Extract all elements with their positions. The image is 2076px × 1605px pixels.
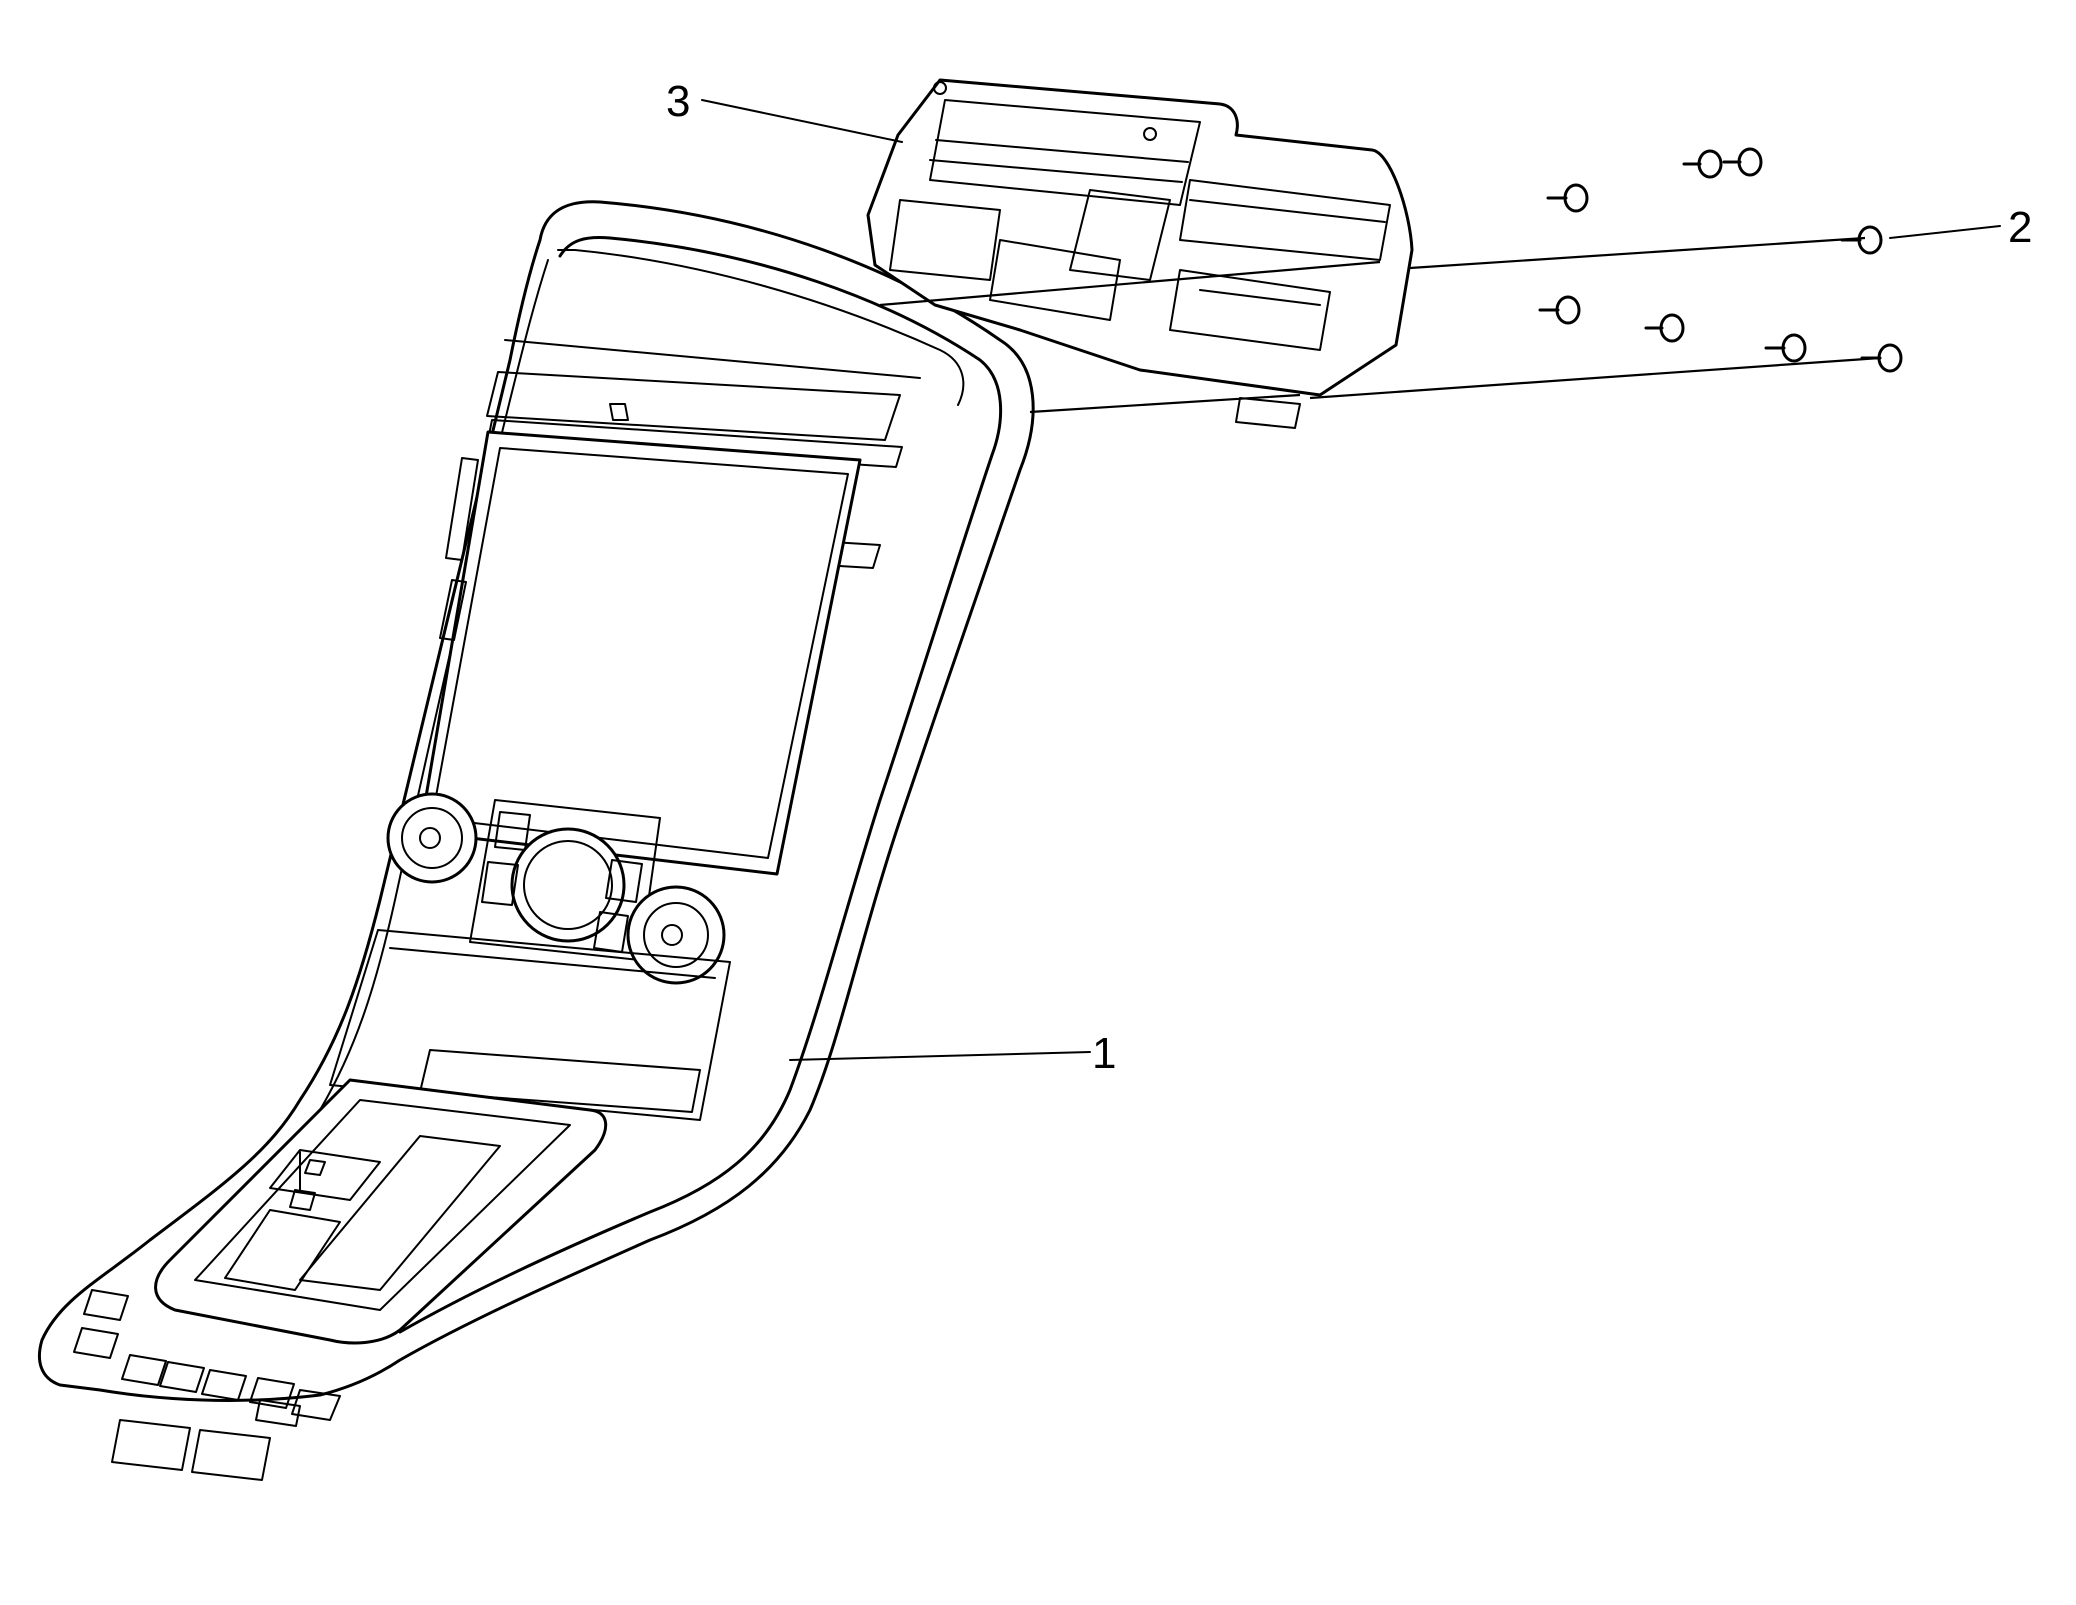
- screw-icon: [1722, 147, 1763, 177]
- alignment-lines: [879, 236, 1881, 414]
- callout-leaders: [701, 99, 2001, 1061]
- screw-icon: [1546, 183, 1589, 213]
- air-outlet-assembly: [866, 78, 1414, 429]
- callout-label-1: 1: [1092, 1029, 1116, 1078]
- screw-icon: [1764, 333, 1807, 363]
- screw-icon: [1538, 295, 1581, 325]
- console-trim-panel: [37, 200, 1035, 1481]
- callout-label-3: 3: [666, 77, 690, 126]
- screw-icon: [1682, 149, 1723, 179]
- shifter-bezel: [154, 1078, 608, 1345]
- callout-label-2: 2: [2008, 203, 2032, 252]
- fastener-group: [1538, 147, 1903, 373]
- screw-icon: [1644, 313, 1685, 343]
